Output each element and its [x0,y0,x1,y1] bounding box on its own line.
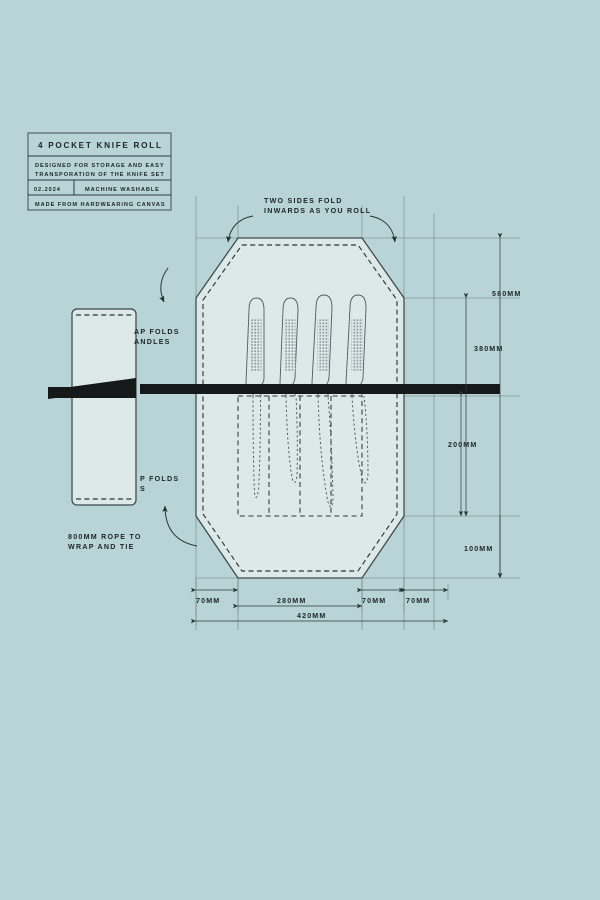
knife-3-grip [317,318,329,371]
dimension-420-label: 420MM [297,612,326,620]
dimension-100-label: 100MM [464,545,493,553]
dimension-70-mid-label: 70MM [362,597,386,605]
annotation-rope-line1: 800MM ROPE TO [68,533,142,541]
annotation-fold-line2: INWARDS AS YOU ROLL [264,207,371,215]
fold-arrow-right [369,215,397,243]
pocket-panel [237,395,363,517]
dimension-70-right [400,584,449,600]
roll-outline [195,237,405,579]
title-block-desc-1: DESIGNED FOR STORAGE AND EASY [35,163,165,169]
title-block [27,132,172,211]
knife-4-grip [351,318,363,371]
annotation-fold-line1: TWO SIDES FOLD [264,197,343,205]
knife-2-grip [284,318,296,371]
title-block-date: 02.2024 [34,187,61,193]
annotation-flap-lower-line2: S [140,485,146,493]
dimension-70-mid [356,578,405,612]
flap-arrow-bottom [162,505,198,547]
rolled-outline [71,308,137,506]
dimension-280 [232,578,363,612]
title-block-material: MADE FROM HARDWEARING CANVAS [35,202,166,208]
roll-stitch-line [202,244,398,572]
dimension-580-label: 580MM [492,290,521,298]
rolled-knife-roll [71,308,137,506]
dimension-280-label: 280MM [277,597,306,605]
dimension-200-label: 200MM [448,441,477,449]
annotation-rope-line2: WRAP AND TIE [68,543,135,551]
rope-band [48,378,500,399]
annotation-flap-handles-line2: ANDLES [134,338,171,346]
annotation-flap-lower-line1: P FOLDS [140,475,179,483]
dimension-380-label: 380MM [474,345,503,353]
title-block-care: MACHINE WASHABLE [85,187,160,193]
rope-extension [140,384,500,394]
title-block-desc-2: TRANSPORATION OF THE KNIFE SET [35,172,165,178]
dimension-70-left-label: 70MM [196,597,220,605]
title-block-title: 4 POCKET KNIFE ROLL [38,141,163,150]
knife-1-grip [250,318,262,371]
callout-arrows [159,215,397,547]
flap-arrow-top [159,267,169,303]
dimension-70-right-label: 70MM [406,597,430,605]
annotation-flap-handles-line1: AP FOLDS [134,328,180,336]
fold-arrow-left [226,215,254,243]
